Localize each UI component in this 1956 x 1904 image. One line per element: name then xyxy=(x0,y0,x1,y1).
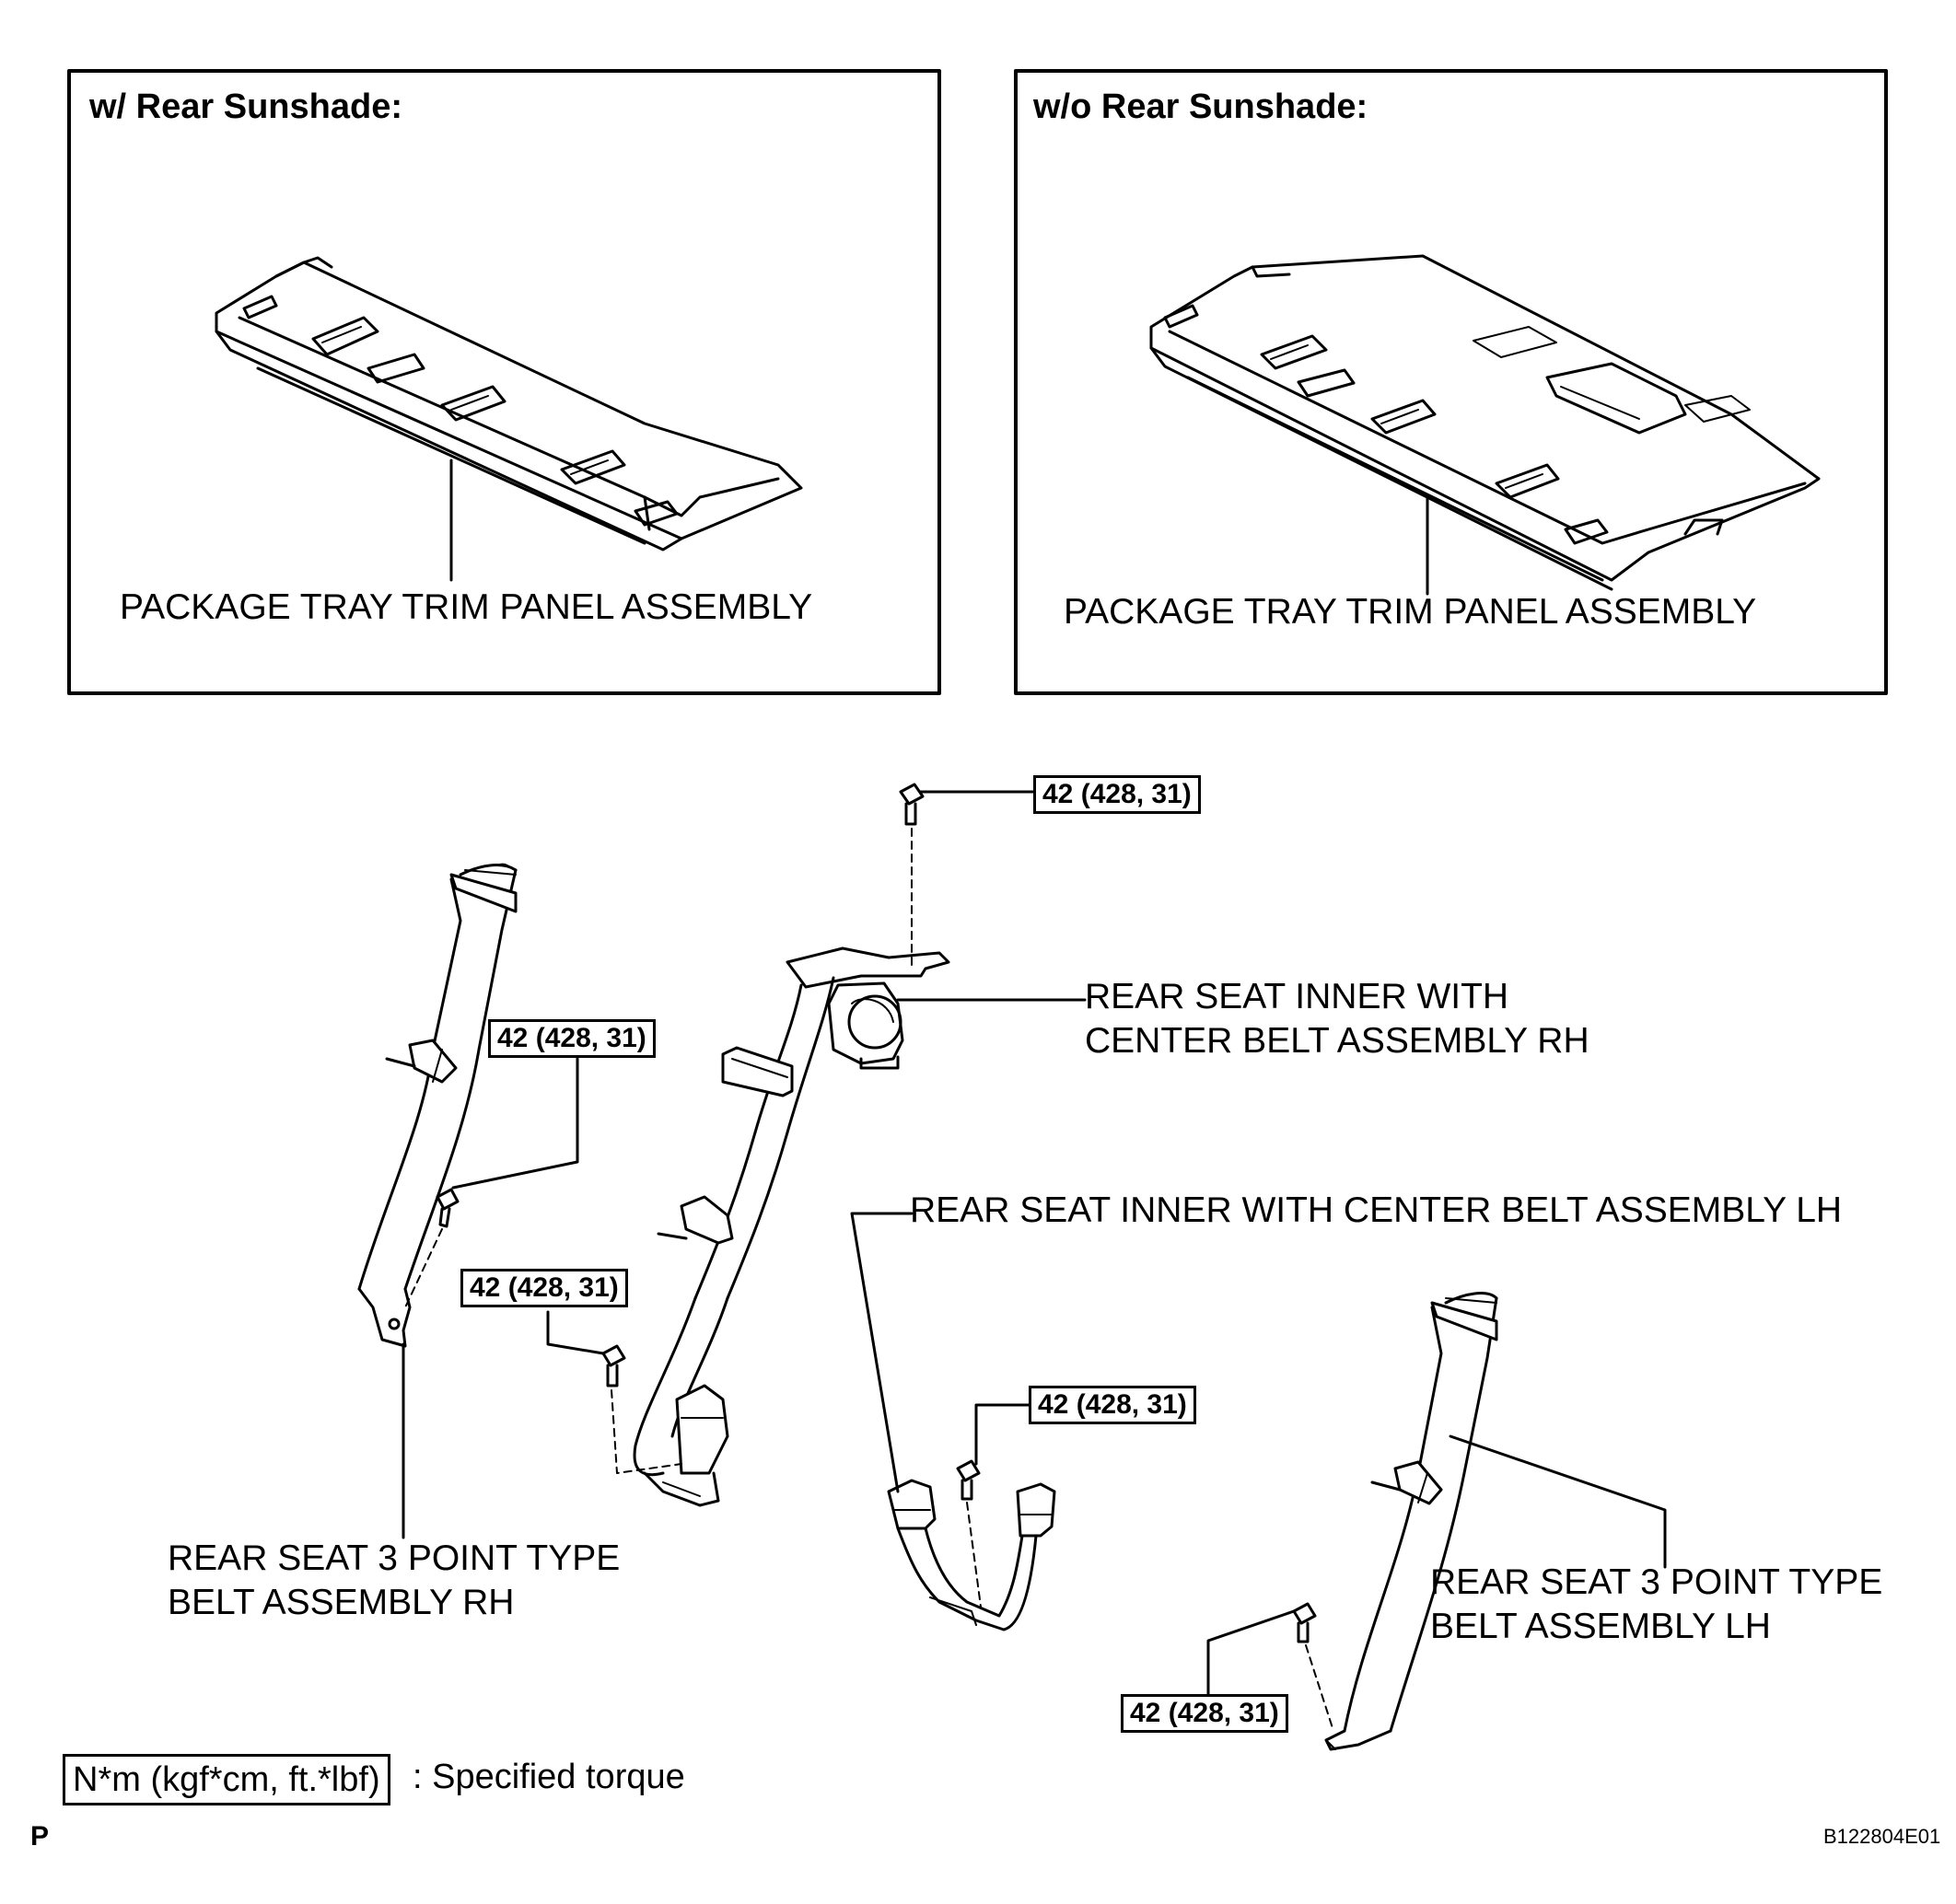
label-inner-lh: REAR SEAT INNER WITH CENTER BELT ASSEMBL… xyxy=(910,1190,1843,1230)
label-3point-rh-line2: BELT ASSEMBLY RH xyxy=(168,1583,515,1622)
leader-torque-inner-rh-bottom xyxy=(546,1310,605,1355)
label-inner-rh-line2: CENTER BELT ASSEMBLY RH xyxy=(1085,1021,1589,1061)
panel-frame-left xyxy=(67,69,941,695)
torque-legend-unit: N*m (kgf*cm, ft.*lbf) xyxy=(63,1754,390,1805)
bolt-inner-lh xyxy=(956,1459,981,1501)
panel-left-label: PACKAGE TRAY TRIM PANEL ASSEMBLY xyxy=(120,587,813,627)
bolt-guide-inner-rh-bottom xyxy=(611,1389,682,1474)
bolt-guide-inner-lh xyxy=(966,1502,982,1608)
label-3point-lh-line2: BELT ASSEMBLY LH xyxy=(1430,1607,1771,1646)
torque-callout-inner-lh: 42 (428, 31) xyxy=(1029,1386,1196,1424)
bolt-3point-rh xyxy=(436,1188,460,1228)
belt-inner-rh-illustration xyxy=(633,946,950,1507)
belt-3point-rh-illustration xyxy=(357,863,518,1348)
bolt-guide-3point-rh xyxy=(404,1228,443,1308)
label-inner-rh-line1: REAR SEAT INNER WITH xyxy=(1085,977,1509,1016)
leader-torque-inner-lh xyxy=(974,1403,1033,1466)
bolt-inner-rh-bottom xyxy=(601,1344,626,1387)
panel-right-title: w/o Rear Sunshade: xyxy=(1033,87,1368,126)
leader-torque-3point-rh xyxy=(451,1057,579,1190)
package-tray-right-illustration xyxy=(1149,254,1821,591)
torque-legend-text: : Specified torque xyxy=(413,1758,685,1796)
leader-torque-3point-lh xyxy=(1206,1609,1296,1696)
torque-callout-inner-rh-top: 42 (428, 31) xyxy=(1033,775,1201,814)
leader-label-inner-lh xyxy=(850,1212,914,1493)
package-tray-left-illustration xyxy=(215,256,803,551)
panel-frame-right xyxy=(1014,69,1888,695)
belt-3point-lh-illustration xyxy=(1324,1292,1498,1751)
label-3point-lh-line1: REAR SEAT 3 POINT TYPE xyxy=(1430,1562,1883,1602)
panel-left-title: w/ Rear Sunshade: xyxy=(89,87,402,126)
torque-callout-3point-lh: 42 (428, 31) xyxy=(1121,1694,1288,1733)
torque-callout-inner-rh-bottom: 42 (428, 31) xyxy=(460,1269,628,1307)
bolt-inner-rh-top xyxy=(899,783,925,826)
panel-right-label: PACKAGE TRAY TRIM PANEL ASSEMBLY xyxy=(1064,592,1757,632)
bolt-3point-lh xyxy=(1292,1602,1317,1643)
label-3point-rh-line1: REAR SEAT 3 POINT TYPE xyxy=(168,1538,621,1578)
belt-inner-lh-illustration xyxy=(887,1479,1056,1631)
leader-label-3point-lh xyxy=(1449,1434,1667,1569)
figure-code: B122804E01 xyxy=(1823,1825,1941,1848)
bolt-guide-3point-lh xyxy=(1305,1644,1334,1732)
corner-mark: P xyxy=(30,1821,50,1852)
torque-callout-3point-rh: 42 (428, 31) xyxy=(488,1019,656,1058)
